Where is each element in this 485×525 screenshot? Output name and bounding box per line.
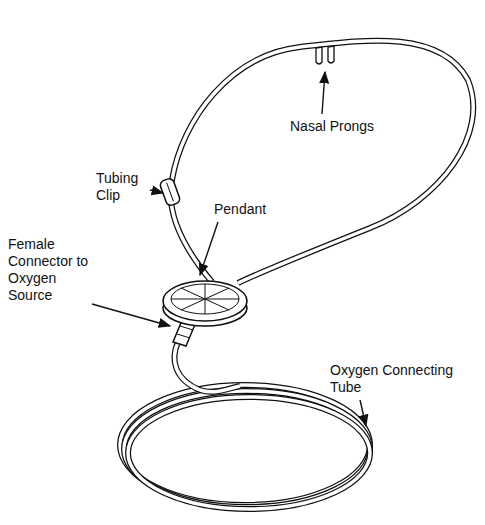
pendant	[163, 281, 247, 326]
tubing-clip	[159, 177, 181, 206]
part-label: Nasal Prongs	[290, 118, 410, 135]
part-label: Oxygen Connecting Tube	[330, 362, 475, 396]
part-label: Tubing Clip	[96, 170, 148, 204]
oxygen-tube-coil	[120, 385, 370, 509]
cannula-tubing	[171, 41, 474, 283]
part-label: Pendant	[214, 201, 284, 218]
part-label: Female Connector to Oxygen Source	[8, 236, 90, 304]
connector-tube	[174, 342, 240, 392]
nasal-prongs	[316, 46, 334, 64]
